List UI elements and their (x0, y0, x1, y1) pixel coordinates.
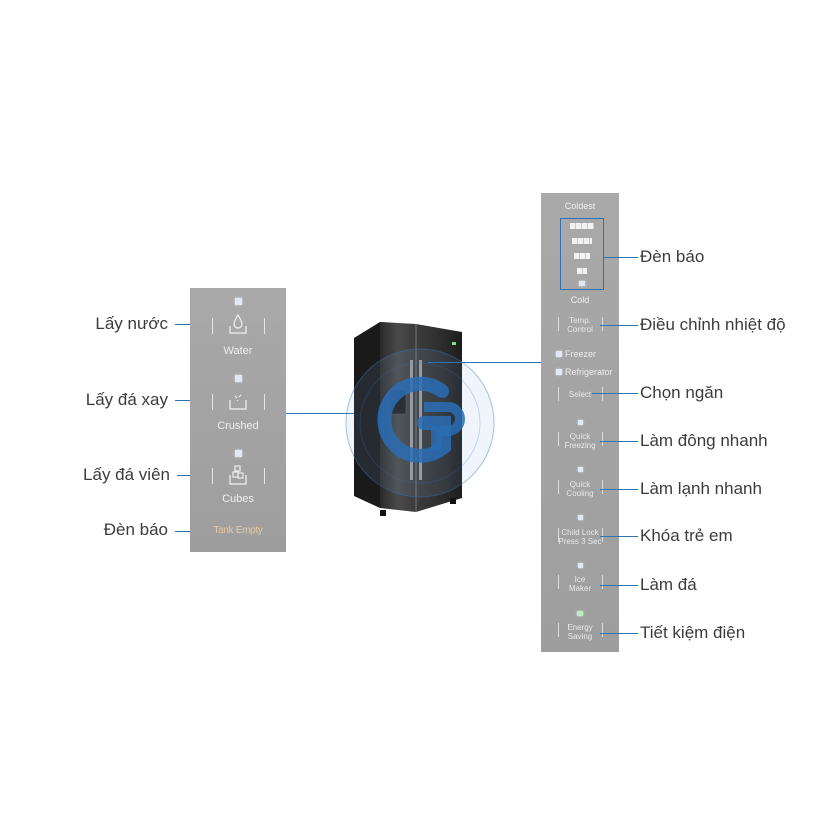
divider (602, 387, 603, 401)
energy-saving-button-label-2[interactable]: Saving (567, 632, 593, 641)
callout-child-lock: Khóa trẻ em (640, 526, 733, 545)
quick-cooling-button-label-2[interactable]: Cooling (566, 489, 594, 498)
watermark-logo (345, 348, 495, 498)
divider (602, 480, 603, 494)
callout-crushed: Lấy đá xay (85, 390, 168, 409)
tank-empty-label: Tank Empty (213, 525, 263, 536)
callout-quick-cooling: Làm lạnh nhanh (640, 479, 762, 498)
cold-label: Cold (570, 295, 590, 305)
leader-ice-maker (600, 585, 638, 586)
leader-temp-control (600, 325, 638, 326)
energy-saving-button-label-1[interactable]: Energy (567, 623, 593, 632)
callout-temp-control: Điều chỉnh nhiệt độ (640, 315, 786, 334)
divider (602, 528, 603, 542)
temp-control-button-label-1[interactable]: Temp. (569, 316, 591, 325)
leader-dispenser-fridge (286, 413, 394, 414)
ice-cubes-icon[interactable] (228, 463, 248, 487)
refrigerator-led (556, 369, 562, 375)
divider (602, 317, 603, 331)
coldest-label: Coldest (564, 201, 596, 211)
child-lock-button-label-2[interactable]: Press 3 Sec (558, 537, 602, 546)
callout-select: Chọn ngăn (640, 383, 724, 402)
divider (558, 387, 559, 401)
freezer-led (556, 351, 562, 357)
quick-freezing-button-label-2[interactable]: Freezing (564, 441, 596, 450)
callout-indicator-left: Đèn báo (103, 520, 168, 539)
water-drop-icon[interactable] (228, 312, 248, 336)
crushed-led (235, 375, 242, 382)
temp-control-button-label-2[interactable]: Control (567, 325, 593, 334)
divider (558, 575, 559, 589)
divider (212, 468, 213, 484)
child-lock-led (578, 515, 583, 520)
callout-ice-maker: Làm đá (640, 575, 697, 594)
divider (264, 394, 265, 410)
control-panel: Coldest Cold Temp. Control Freezer Refri… (541, 193, 619, 652)
temp-led (579, 281, 585, 286)
freezer-label: Freezer (565, 349, 597, 359)
leader-quick-cooling (600, 489, 638, 490)
quick-cooling-button-label-1[interactable]: Quick (569, 480, 591, 489)
select-button-label[interactable]: Select (568, 390, 592, 399)
energy-saving-led (577, 611, 583, 616)
leader-fridge-control (428, 362, 541, 363)
crushed-label: Crushed (217, 420, 259, 432)
ice-maker-button-label-1[interactable]: Ice (574, 575, 586, 584)
divider (558, 432, 559, 446)
divider (602, 432, 603, 446)
leader-energy-saving (600, 633, 638, 634)
quick-cooling-led (578, 467, 583, 472)
ice-maker-button-label-2[interactable]: Maker (568, 584, 592, 593)
divider (264, 468, 265, 484)
callout-water: Lấy nước (95, 314, 168, 333)
leader-child-lock (600, 536, 638, 537)
cubes-label: Cubes (222, 493, 254, 505)
leader-select (592, 393, 638, 394)
callout-cubes: Lấy đá viên (83, 465, 170, 484)
temp-bar (570, 223, 594, 229)
divider (558, 528, 559, 542)
divider (558, 480, 559, 494)
divider (602, 623, 603, 637)
temp-bar (574, 253, 590, 259)
divider (212, 318, 213, 334)
water-label: Water (223, 345, 253, 357)
leader-indicator-right (603, 257, 638, 258)
refrigerator-label: Refrigerator (565, 367, 613, 377)
temp-bar (577, 268, 587, 274)
cubes-led (235, 450, 242, 457)
callout-indicator-right: Đèn báo (640, 247, 705, 266)
callout-energy-saving: Tiết kiệm điện (640, 623, 746, 642)
divider (558, 317, 559, 331)
temp-bar (572, 238, 592, 244)
callout-quick-freezing: Làm đông nhanh (640, 431, 768, 450)
divider (558, 623, 559, 637)
crushed-ice-icon[interactable] (228, 388, 248, 412)
quick-freezing-button-label-1[interactable]: Quick (569, 432, 591, 441)
child-lock-button-label-1[interactable]: Child Lock (561, 528, 599, 537)
ice-maker-led (578, 563, 583, 568)
temperature-bars (560, 218, 604, 290)
water-led (235, 298, 242, 305)
divider (212, 394, 213, 410)
leader-quick-freezing (600, 441, 638, 442)
quick-freezing-led (578, 420, 583, 425)
dispenser-panel: Water Crushed Cubes Tank Empty (190, 288, 286, 552)
divider (264, 318, 265, 334)
divider (602, 575, 603, 589)
